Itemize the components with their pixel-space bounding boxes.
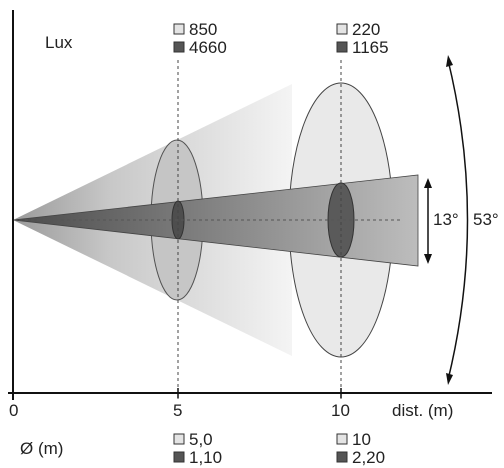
narrow-angle-label: 13° [433,210,459,229]
lux-narrow-10m: 1165 [352,38,389,57]
lux-wide-10m: 220 [352,20,380,39]
narrow-swatch-lux-5m [173,41,185,53]
tick-label-5: 5 [173,401,182,420]
wide-angle-arrow-top [446,55,453,67]
wide-angle-label: 53° [473,210,499,229]
wide-angle-arc [447,59,469,381]
narrow-swatch-lux-10m [336,41,348,53]
narrow-swatch-diam-5m [173,451,185,463]
diam-narrow-10m: 2,20 [352,448,385,467]
wide-swatch-lux-5m [173,23,185,35]
wide-swatch-diam-5m [173,433,185,445]
lux-narrow-5m: 4660 [189,38,227,57]
narrow-beam-cone [12,174,419,267]
narrow-angle-arrow-top [424,178,432,188]
narrow-swatch-diam-10m [336,451,348,463]
wide-swatch-diam-10m [336,433,348,445]
x-axis-label: dist. (m) [392,401,453,420]
unit-label: Lux [45,33,73,52]
diam-wide-5m: 5,0 [189,430,213,449]
diameter-label: Ø (m) [20,439,63,458]
wide-angle-arrow-bottom [446,373,453,385]
lux-wide-5m: 850 [189,20,217,39]
diam-wide-10m: 10 [352,430,371,449]
tick-label-0: 0 [9,401,18,420]
diam-narrow-5m: 1,10 [189,448,222,467]
wide-swatch-lux-10m [336,23,348,35]
tick-label-10: 10 [331,401,350,420]
narrow-angle-arrow-bottom [424,254,432,264]
